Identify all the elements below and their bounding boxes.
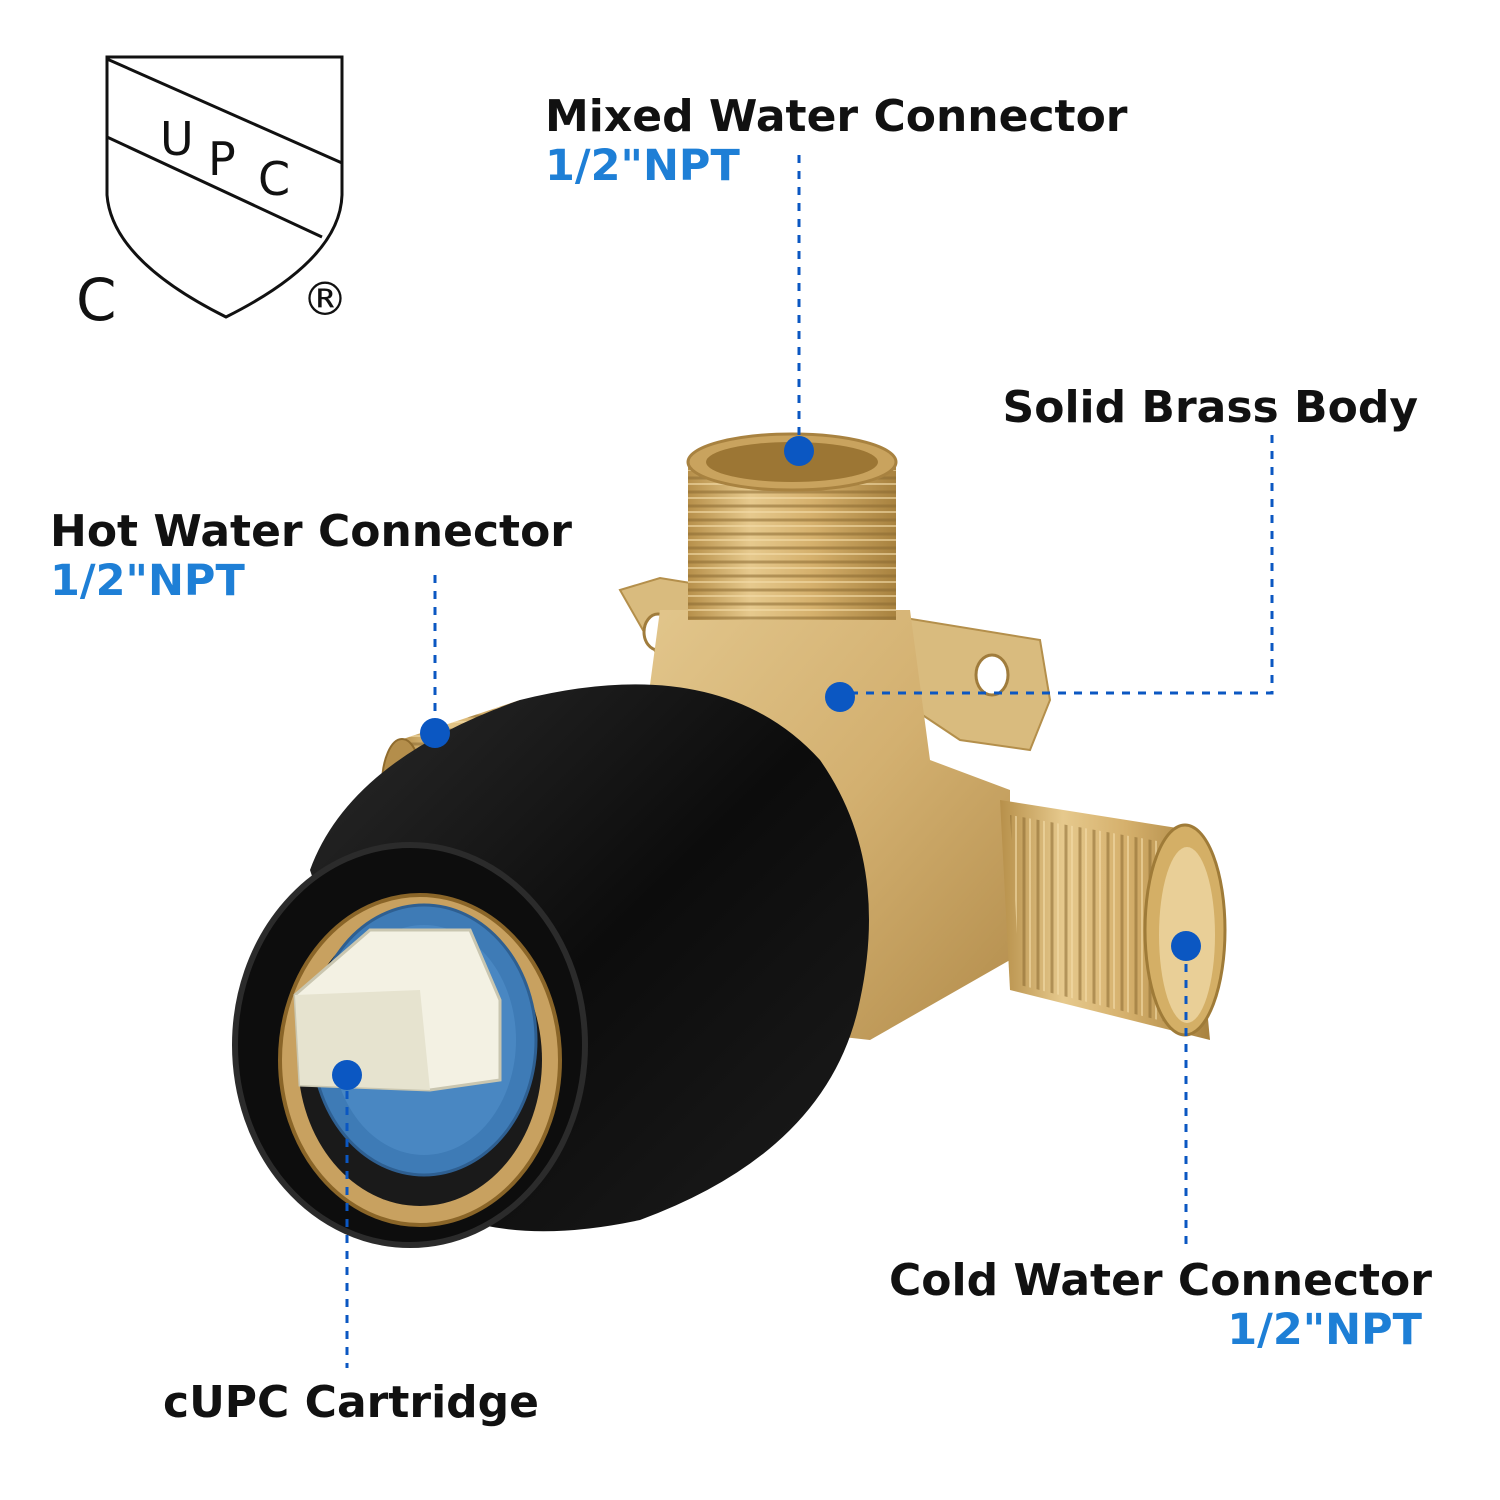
body-title: Solid Brass Body	[1002, 382, 1418, 433]
cold-connector-spec: 1/2"NPT	[1227, 1305, 1422, 1355]
marker-body	[825, 682, 855, 712]
marker-cold	[1171, 931, 1201, 961]
cupc-shield-icon: U P C C ®	[76, 55, 348, 334]
mixed-connector-spec: 1/2"NPT	[545, 141, 740, 191]
marker-cartridge	[332, 1060, 362, 1090]
marker-mixed	[784, 436, 814, 466]
hot-connector-spec: 1/2"NPT	[50, 556, 245, 606]
cold-connector-title: Cold Water Connector	[888, 1255, 1432, 1306]
mixed-connector-title: Mixed Water Connector	[545, 91, 1128, 142]
logo-letter-u: U	[160, 112, 194, 166]
cartridge-title: cUPC Cartridge	[163, 1377, 539, 1428]
logo-left-mark: C	[76, 266, 117, 334]
logo-letter-c: C	[258, 152, 290, 206]
logo-letter-p: P	[208, 132, 236, 186]
hot-connector-title: Hot Water Connector	[50, 506, 573, 557]
marker-hot	[420, 718, 450, 748]
logo-registered-mark: ®	[302, 272, 348, 326]
leader-line-body	[840, 435, 1274, 695]
